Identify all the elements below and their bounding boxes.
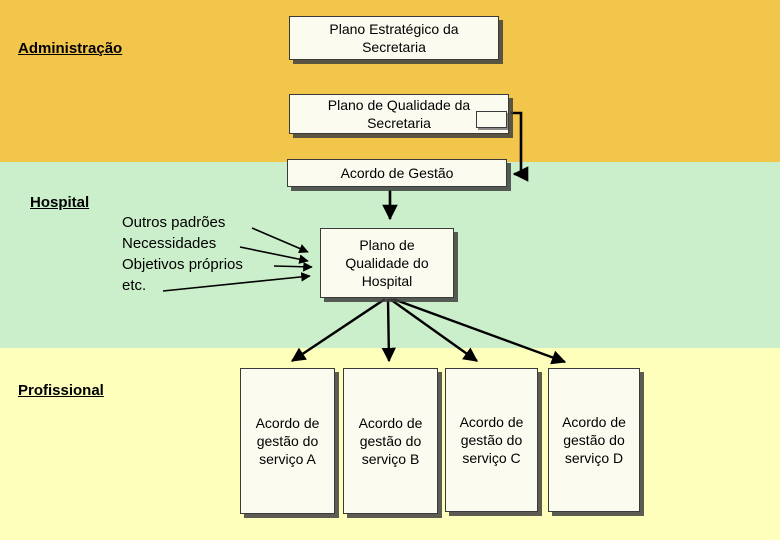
box-hospital-quality-plan: Plano de Qualidade do Hospital [320, 228, 454, 298]
hospital-input-notes: Outros padrões Necessidades Objetivos pr… [122, 214, 243, 294]
box-secretary-quality-plan: Plano de Qualidade da Secretaria [289, 94, 509, 134]
box-service-agreement-d: Acordo de gestão do serviço D [548, 368, 640, 512]
small-blank-box [476, 111, 507, 128]
box-management-agreement: Acordo de Gestão [287, 159, 507, 187]
box-service-agreement-c: Acordo de gestão do serviço C [445, 368, 538, 512]
box-service-agreement-a: Acordo de gestão do serviço A [240, 368, 335, 514]
box-strategic-plan: Plano Estratégico da Secretaria [289, 16, 499, 60]
band-label-administration: Administração [18, 40, 123, 57]
box-service-agreement-b: Acordo de gestão do serviço B [343, 368, 438, 514]
band-label-hospital: Hospital [30, 194, 90, 211]
band-label-professional: Profissional [18, 382, 104, 399]
